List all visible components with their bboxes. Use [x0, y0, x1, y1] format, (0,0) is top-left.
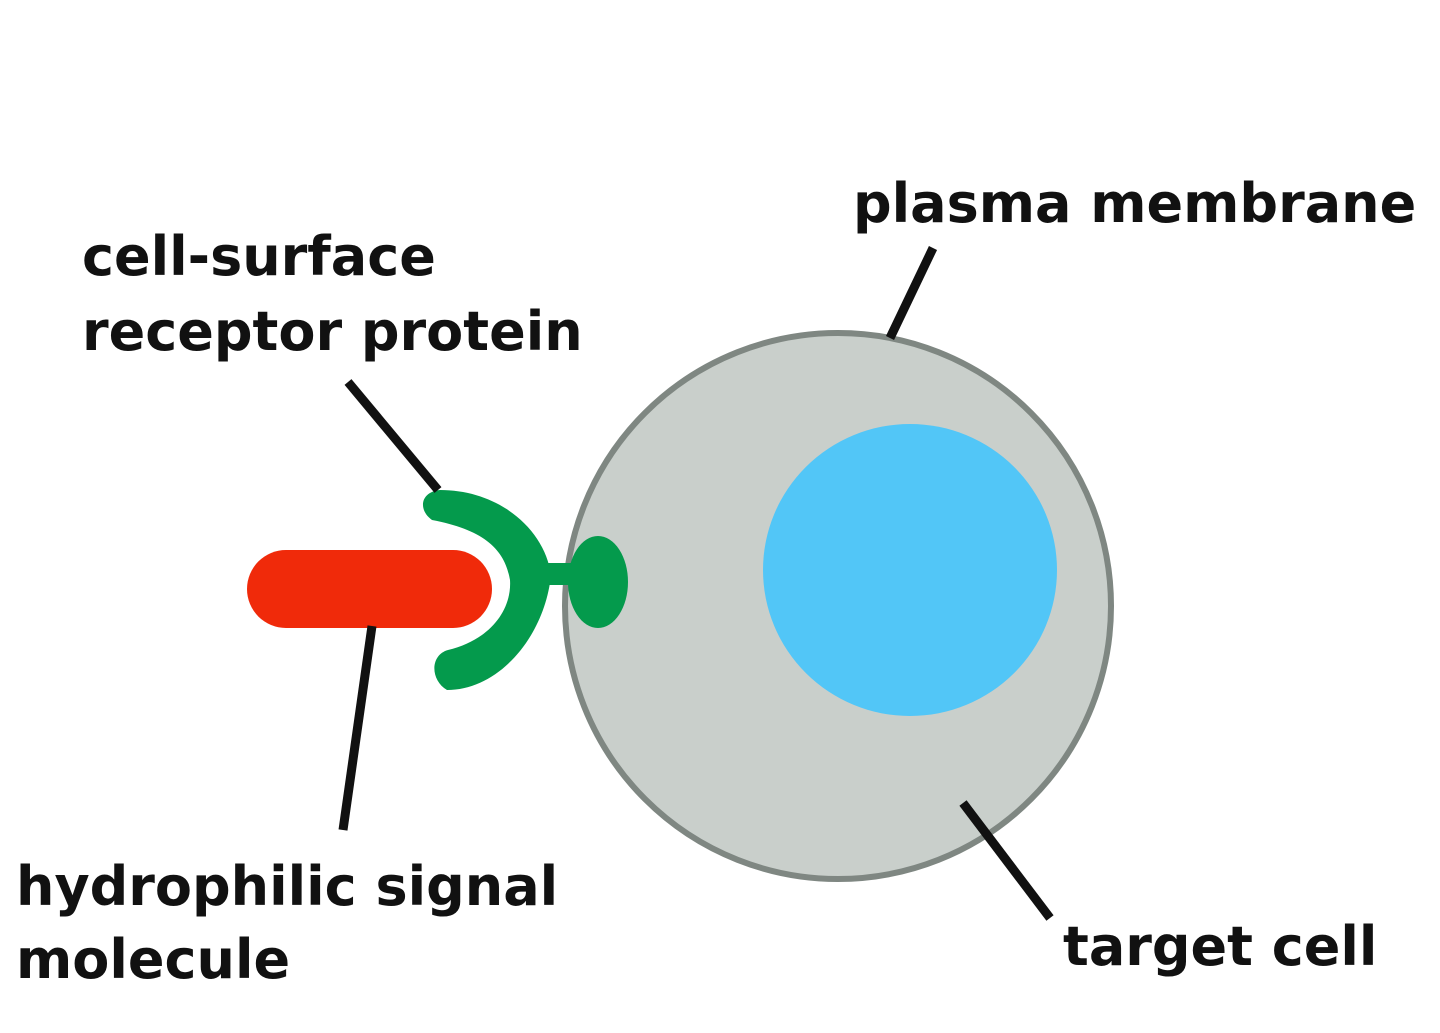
receptor-leader: [344, 379, 442, 493]
signal-label-line1: hydrophilic signal: [16, 855, 558, 918]
receptor-intracellular-domain: [568, 536, 628, 628]
signal-molecule-leader: [338, 625, 377, 831]
signal-label-line2: molecule: [16, 928, 290, 991]
target-cell-leader: [959, 800, 1054, 921]
plasma-membrane-label: plasma membrane: [853, 172, 1416, 235]
cell-surface-receptor: [422, 490, 628, 690]
receptor-label-line1: cell-surface: [82, 225, 436, 288]
plasma-membrane-leader: [885, 246, 938, 340]
target-cell-label: target cell: [1063, 915, 1377, 978]
receptor-binding-arms: [422, 490, 551, 690]
hydrophilic-signal-molecule: [247, 550, 492, 628]
nucleus: [763, 424, 1057, 716]
receptor-label-line2: receptor protein: [82, 300, 583, 363]
